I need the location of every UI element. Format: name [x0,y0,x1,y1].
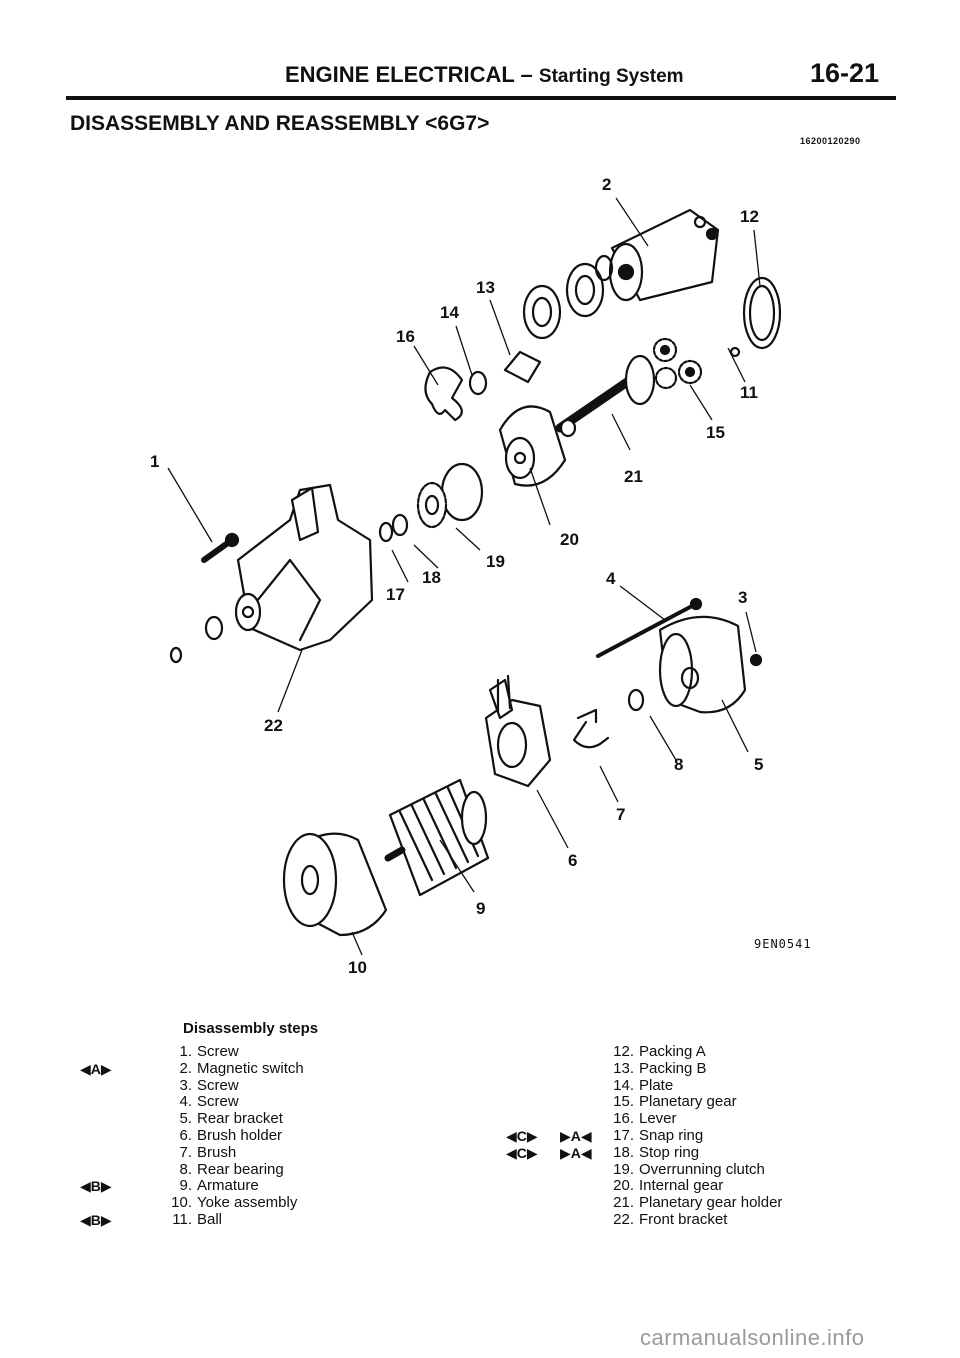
planetary-gear-part [652,337,678,363]
list-item: 8.Rear bearing [179,1160,284,1178]
packing-a-ring [742,276,782,350]
callout-3: 3 [738,588,747,607]
stop-ring-part [391,513,409,537]
yoke-assembly-part [282,832,388,937]
service-mark-b: ◀B▶ [80,1178,112,1194]
list-item: 19.Overrunning clutch [613,1160,765,1178]
list-item: 15.Planetary gear [613,1093,737,1111]
callout-22: 22 [264,716,283,735]
steps-title: Disassembly steps [183,1020,319,1037]
packing-b-ring [522,284,562,340]
section-dash: – [520,62,533,87]
internal-gear-part [498,405,567,487]
list-item: 2.Magnetic switch [179,1059,304,1077]
disassembly-steps-right: 12.Packing A 13.Packing B 14.Plate 15.Pl… [612,1043,783,1229]
list-item: 7.Brush [179,1143,237,1161]
callout-18: 18 [422,568,441,587]
rear-bearing-part [627,688,645,712]
ball-part [729,346,741,358]
lever-part [424,366,464,422]
list-item: 4.Screw [179,1093,239,1111]
armature-part [384,778,490,897]
service-mark-c: ◀C▶ [506,1145,538,1161]
reassembly-mark-a: ▶A◀ [560,1145,592,1161]
callout-21: 21 [624,467,643,486]
starter-exploded-diagram: 1 2 3 4 5 6 7 8 9 10 11 12 13 14 15 16 1… [150,175,812,977]
callout-19: 19 [486,552,505,571]
brush-holder-part [484,674,552,788]
page-number: 16-21 [810,58,880,88]
list-item: 20.Internal gear [613,1177,724,1195]
callout-11: 11 [740,383,758,402]
leader-lines [167,197,761,956]
list-item: 10.Yoke assembly [171,1194,298,1212]
callout-14: 14 [440,303,459,322]
callout-20: 20 [560,530,579,549]
section-heading: ENGINE ELECTRICAL – Starting System [285,62,684,88]
screw-3-part [749,653,763,667]
front-bracket-part [234,483,374,652]
header-rule [66,96,896,100]
callout-6: 6 [568,851,577,870]
magnetic-switch-part [608,208,720,302]
document-code: 16200120290 [800,136,861,146]
list-item: 5.Rear bracket [179,1110,283,1128]
disassembly-steps-left: 1.Screw 2.Magnetic switch 3.Screw 4.Scre… [170,1043,304,1229]
figure-code: 9EN0541 [754,937,812,951]
list-item: 16.Lever [613,1110,677,1128]
callout-labels: 1 2 3 4 5 6 7 8 9 10 11 12 13 14 15 16 1… [150,175,763,977]
diagram-parts [169,208,782,937]
list-item: 14.Plate [613,1076,674,1094]
snap-ring-part [378,521,394,543]
callout-8: 8 [674,755,683,774]
plate-ring [565,262,605,318]
page-title: DISASSEMBLY AND REASSEMBLY <6G7> [70,112,490,135]
callout-15: 15 [706,423,725,442]
callout-9: 9 [476,899,485,918]
list-item: 3.Screw [179,1076,239,1094]
brush-part [572,708,610,749]
callout-7: 7 [616,805,625,824]
service-mark-b: ◀B▶ [80,1212,112,1228]
callout-16: 16 [396,327,415,346]
overrunning-clutch-part [416,462,484,529]
callout-4: 4 [606,569,616,588]
list-item: 18.Stop ring [613,1143,700,1161]
list-item: 21.Planetary gear holder [613,1194,783,1212]
watermark-link[interactable]: carmanualsonline.info [640,1325,865,1350]
list-item: 17.Snap ring [613,1126,704,1144]
section-name: ENGINE ELECTRICAL [285,62,515,87]
reassembly-mark-a: ▶A◀ [560,1128,592,1144]
callout-2: 2 [602,175,611,194]
list-item: 13.Packing B [613,1059,707,1077]
callout-10: 10 [348,958,367,977]
planetary-gear-holder-part [555,354,656,438]
callout-13: 13 [476,278,495,297]
list-item: 9.Armature [179,1177,259,1195]
list-item: 11.Ball [172,1210,223,1228]
through-bolt-part [596,604,694,658]
callout-1: 1 [150,452,159,471]
service-mark-c: ◀C▶ [506,1128,538,1144]
list-item: 6.Brush holder [179,1126,283,1144]
callout-17: 17 [386,585,405,604]
callout-12: 12 [740,207,759,226]
service-mark-a: ◀A▶ [80,1061,112,1077]
subsection-name: Starting System [538,66,684,87]
list-item: 12.Packing A [613,1043,706,1060]
rear-bracket-part [658,615,747,714]
list-item: 1.Screw [179,1043,239,1060]
callout-5: 5 [754,755,763,774]
list-item: 22.Front bracket [613,1210,728,1228]
